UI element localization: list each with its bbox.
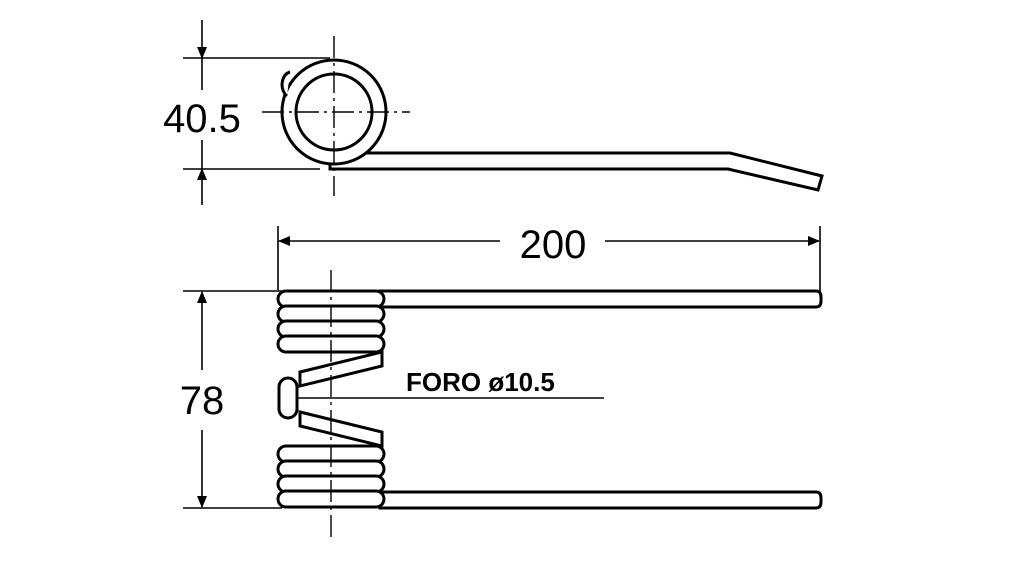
dimension-coil-height: 78	[180, 379, 225, 423]
length-dimension: 200	[277, 223, 821, 292]
tine-arm-side	[328, 151, 824, 192]
tine-arm-lower	[378, 490, 823, 510]
tine-arm-upper	[378, 289, 823, 309]
coil-connection	[298, 410, 384, 448]
hole-note: FORO ø10.5	[406, 367, 555, 397]
dimension-coil-diameter: 40.5	[163, 97, 241, 141]
coil-end-hook	[280, 70, 291, 98]
coil-connection	[298, 350, 384, 388]
plan-view: FORO ø10.5 78	[180, 270, 823, 540]
side-view: 40.5	[163, 20, 824, 205]
hole-eye	[277, 376, 299, 420]
dimension-overall-length: 200	[520, 223, 587, 267]
